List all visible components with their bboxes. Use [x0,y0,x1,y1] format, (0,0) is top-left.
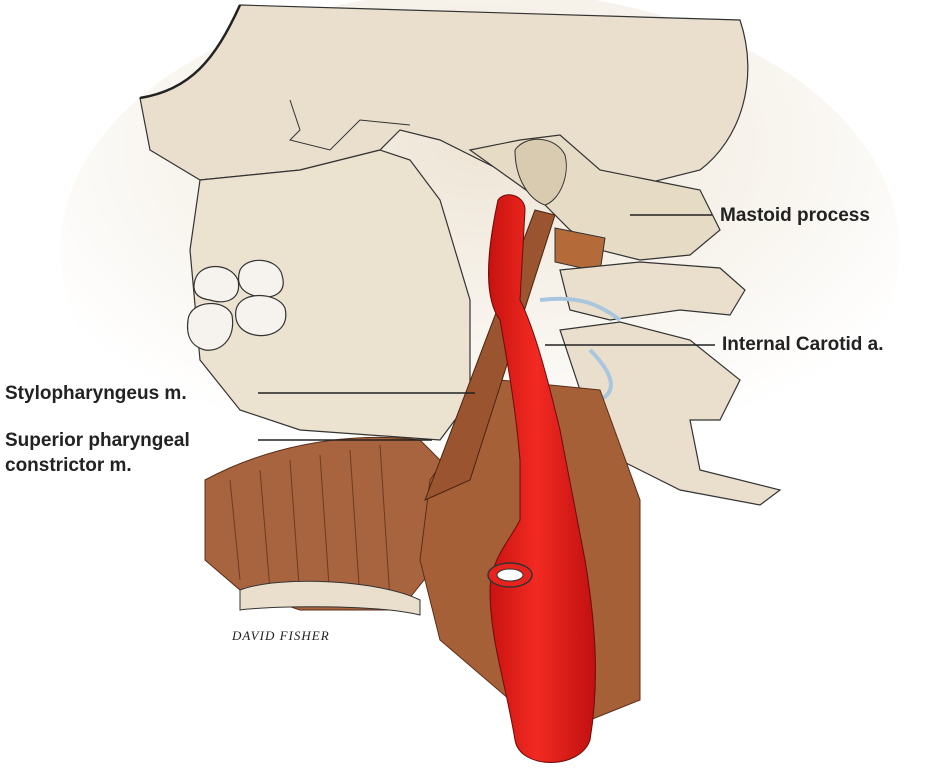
label-internal-carotid: Internal Carotid a. [722,334,884,355]
skull-outline [139,4,242,100]
artist-signature: DAVID FISHER [232,628,330,643]
leader-lines [258,214,715,441]
label-constrictor-line2: constrictor m. [5,455,132,476]
hyoid-bone [239,580,421,616]
label-stylopharyngeus: Stylopharyngeus m. [5,383,187,404]
stylopharyngeus-muscle [424,209,556,501]
label-mastoid-process: Mastoid process [720,205,870,226]
teeth [186,259,287,351]
suture-line [289,99,411,151]
nerve [539,296,622,402]
muscle-fibers [229,444,391,601]
artery-lumen [496,568,524,582]
internal-carotid-artery [488,194,596,763]
label-constrictor-line1: Superior pharyngeal [5,430,190,451]
atlas-vertebra [559,261,746,321]
ear-canal [514,138,567,206]
